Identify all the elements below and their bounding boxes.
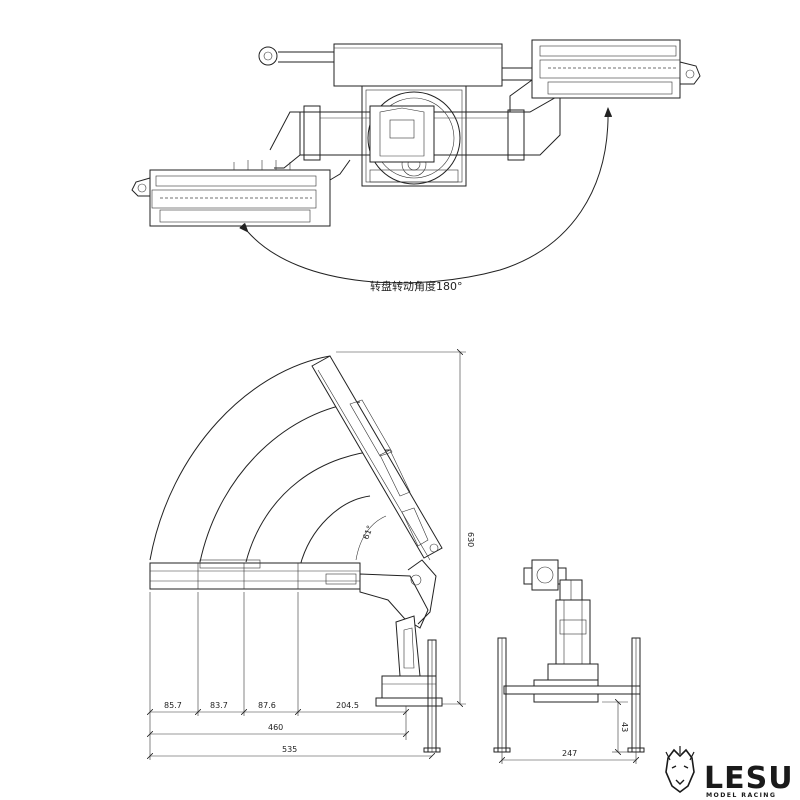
svg-text:87.6: 87.6	[258, 701, 276, 710]
rotation-arc	[239, 107, 613, 284]
crane-column	[359, 559, 443, 753]
boom-raised	[311, 355, 443, 561]
angle-label: 61°	[361, 524, 374, 540]
telescopic-boom-right	[509, 39, 701, 112]
front-view: 247 43	[493, 559, 645, 764]
height-dimension: 630	[336, 352, 475, 704]
front-dimensions: 247 43	[502, 702, 636, 764]
svg-text:83.7: 83.7	[210, 701, 228, 710]
boom-horizontal	[149, 559, 361, 590]
side-view: 61°	[150, 352, 475, 760]
svg-text:460: 460	[268, 723, 283, 732]
svg-text:247: 247	[562, 749, 577, 758]
svg-text:630: 630	[466, 532, 475, 547]
svg-text:204.5: 204.5	[336, 701, 359, 710]
top-view: 转盘转动角度180°	[131, 39, 701, 293]
front-hook-block	[523, 559, 583, 603]
brand-name: LESU	[704, 761, 794, 796]
svg-text:43: 43	[620, 722, 629, 732]
brand-subtitle: MODEL RACING	[706, 792, 776, 799]
rotation-caption: 转盘转动角度180°	[370, 279, 463, 293]
outrigger-beam	[258, 43, 532, 87]
lesu-logo: LESU MODEL RACING	[665, 746, 794, 799]
lion-emblem-icon	[665, 746, 695, 793]
svg-text:535: 535	[282, 745, 297, 754]
boom-sweep-arcs	[149, 355, 391, 567]
boom-upper-position	[269, 94, 561, 169]
telescopic-boom-left	[131, 159, 351, 227]
angle-arc	[355, 515, 387, 561]
reach-dimensions: 85.7 83.7 87.6 204.5 460 535	[150, 592, 432, 760]
svg-text:85.7: 85.7	[164, 701, 182, 710]
